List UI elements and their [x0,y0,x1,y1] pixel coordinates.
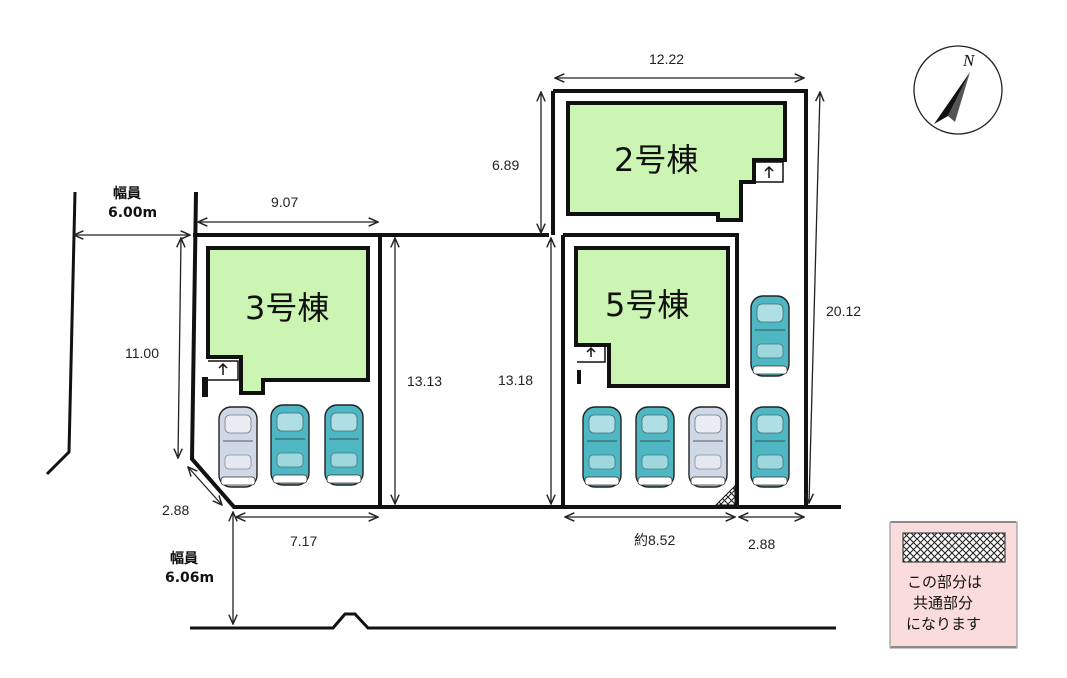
dim-left-3: 11.00 [125,345,159,361]
building-5 [574,246,730,388]
common-area-hatch [714,484,736,506]
dim-top-2: 12.22 [649,51,684,67]
dim-bottom-3: 7.17 [290,533,317,549]
building-3-name: 3号棟 [245,289,329,327]
north-label: N [962,51,976,70]
south-road-edge [190,612,836,630]
car [750,295,790,377]
entrance-steps [208,161,784,381]
legend-box: この部分は 共通部分 になります [889,521,1018,649]
building-2-name: 2号棟 [614,141,698,179]
dim-bottom-5: 約8.52 [634,532,675,548]
car [270,404,310,486]
road-west-label: 幅員 [113,185,141,202]
legend-line-3: になります [906,615,981,633]
dim-right-total: 20.12 [826,303,861,319]
dim-lot-3: 13.13 [407,373,442,389]
car [750,406,790,488]
dim-left-2: 6.89 [492,157,519,173]
wall-mark [577,370,581,384]
car [688,406,728,488]
building-2 [566,101,787,222]
north-compass: N [913,45,1003,135]
road-south-label: 幅員 [170,550,198,567]
west-road-edge [45,191,77,476]
dim-lot-5: 13.18 [498,372,533,388]
dim-top-3: 9.07 [271,194,298,210]
road-south-width: 6.06m [165,570,214,586]
car [324,404,364,486]
car [582,406,622,488]
building-3 [206,246,370,395]
car [218,406,258,488]
building-5-name: 5号棟 [605,286,689,324]
legend-hatch-swatch [902,532,1006,563]
dim-corner: 2.88 [162,502,189,518]
wall-mark [202,377,208,397]
car [635,406,675,488]
road-west-width: 6.00m [108,205,157,221]
parking-cars [218,295,790,488]
dim-bottom-2: 2.88 [748,536,775,552]
legend-line-1: この部分は [907,573,982,591]
dimension-lines [74,78,820,624]
legend-line-2: 共通部分 [913,594,973,612]
